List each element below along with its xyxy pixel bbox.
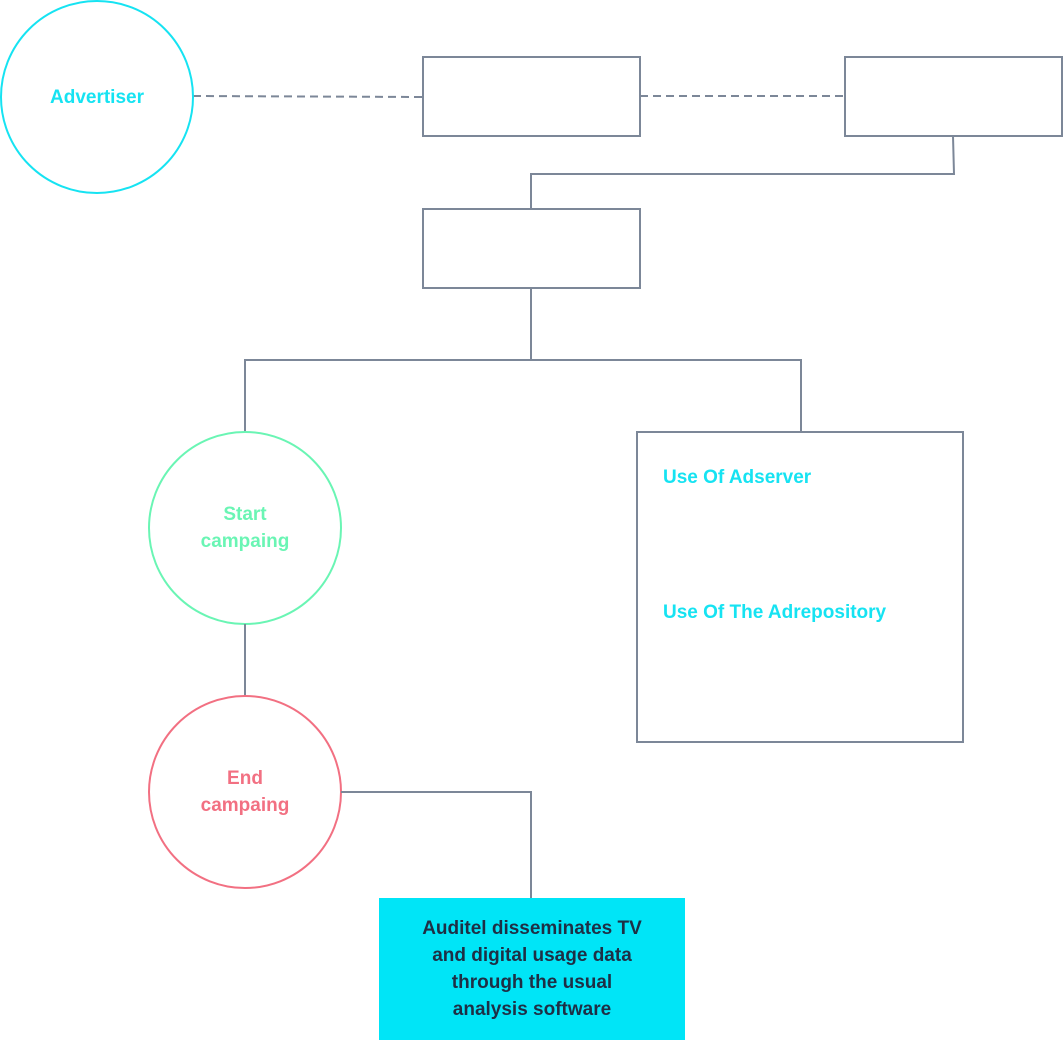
usage-box [636,431,964,743]
end-campaign-label: End campaing [200,768,290,816]
connector-box2-box3 [530,135,956,209]
empty-box-1 [422,56,641,137]
empty-box-3 [422,208,641,289]
use-of-adrepository-text: Use Of The Adrepository [663,602,887,623]
advertiser-label: Advertiser [50,86,144,108]
empty-box-2 [844,56,1063,137]
connector-end-auditel [341,791,532,898]
auditel-label: Auditel disseminates TV and digital usag… [422,918,642,1020]
start-campaign-label: Start campaing [200,504,290,552]
advertiser-circle [0,0,194,194]
use-of-adserver-text: Use Of Adserver [663,467,812,488]
connector-branch [244,359,802,432]
auditel-box: Auditel disseminates TV and digital usag… [379,898,685,1040]
dashed-connector-advertiser-box1 [192,95,424,98]
